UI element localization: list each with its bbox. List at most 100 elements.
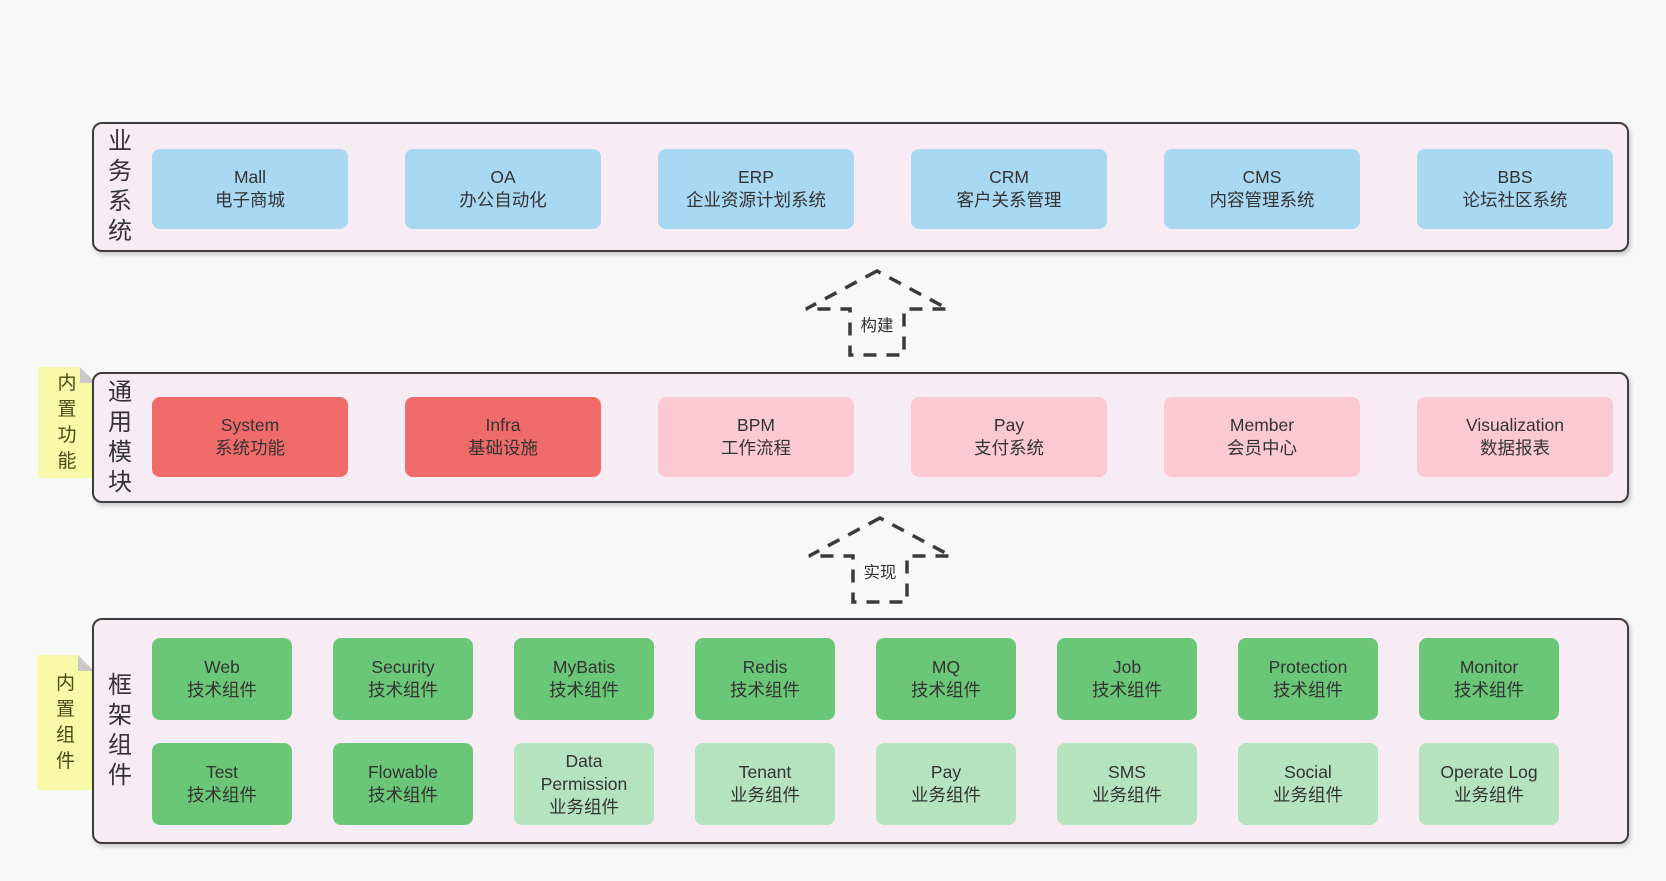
box-title: Flowable — [367, 762, 439, 782]
implement-arrow-label: 实现 — [860, 559, 900, 583]
box-subtitle: 系统功能 — [215, 438, 285, 458]
box-subtitle: 电子商城 — [215, 190, 285, 210]
box-subtitle: 业务组件 — [549, 796, 619, 817]
common-modules-row: System 系统功能 Infra 基础设施 BPM 工作流程 Pay 支付系统… — [152, 397, 1613, 477]
box-title: BPM — [737, 415, 775, 435]
band-label-common-modules: 通用模块 — [108, 378, 133, 496]
box-title: SMS — [1108, 762, 1146, 782]
band-label-framework-components: 框架组件 — [108, 672, 133, 789]
box-subtitle: 数据报表 — [1480, 438, 1550, 458]
box-title: Tenant — [738, 762, 792, 782]
box-pay-business: Pay 业务组件 — [876, 743, 1016, 825]
sticky-note-label: 内置功能 — [57, 372, 77, 472]
implement-arrow-icon: 实现 — [805, 515, 955, 605]
box-job: Job 技术组件 — [1057, 638, 1197, 720]
box-title: OA — [490, 167, 516, 187]
box-title: MyBatis — [552, 657, 616, 677]
box-subtitle: 技术组件 — [368, 785, 438, 805]
box-subtitle: 基础设施 — [468, 438, 538, 458]
box-web: Web 技术组件 — [152, 638, 292, 720]
box-subtitle: 内容管理系统 — [1209, 190, 1315, 210]
framework-components-row-2: Test 技术组件 Flowable 技术组件 Data Permission … — [152, 743, 1559, 825]
box-sms: SMS 业务组件 — [1057, 743, 1197, 825]
box-title: CRM — [989, 167, 1029, 187]
band-common-modules: 通用模块 System 系统功能 Infra 基础设施 BPM 工作流程 Pay… — [92, 372, 1629, 503]
box-subtitle: 客户关系管理 — [956, 190, 1062, 210]
box-subtitle: 业务组件 — [1273, 785, 1343, 805]
box-title: Test — [205, 762, 239, 782]
box-title: Data Permission — [540, 750, 628, 794]
box-subtitle: 业务组件 — [730, 785, 800, 805]
box-title: Web — [204, 657, 240, 677]
box-title: Member — [1229, 415, 1295, 435]
box-member: Member 会员中心 — [1164, 397, 1360, 477]
box-mybatis: MyBatis 技术组件 — [514, 638, 654, 720]
box-visualization: Visualization 数据报表 — [1417, 397, 1613, 477]
box-title: Security — [371, 657, 435, 677]
box-operate-log: Operate Log 业务组件 — [1419, 743, 1559, 825]
box-subtitle: 技术组件 — [911, 680, 981, 700]
box-redis: Redis 技术组件 — [695, 638, 835, 720]
build-arrow-icon: 构建 — [802, 268, 952, 358]
business-systems-row: Mall 电子商城 OA 办公自动化 ERP 企业资源计划系统 CRM 客户关系… — [152, 149, 1613, 229]
box-title: Monitor — [1459, 657, 1519, 677]
box-title: Redis — [742, 657, 788, 677]
box-subtitle: 技术组件 — [730, 680, 800, 700]
box-subtitle: 技术组件 — [187, 680, 257, 700]
box-title: Social — [1284, 762, 1332, 782]
box-subtitle: 业务组件 — [1092, 785, 1162, 805]
box-title: Mall — [233, 167, 267, 187]
box-test: Test 技术组件 — [152, 743, 292, 825]
band-framework-components: 框架组件 Web 技术组件 Security 技术组件 MyBatis 技术组件… — [92, 618, 1629, 844]
box-mall: Mall 电子商城 — [152, 149, 348, 229]
band-label-business-systems: 业务系统 — [108, 128, 133, 245]
box-subtitle: 业务组件 — [1454, 785, 1524, 805]
box-subtitle: 办公自动化 — [459, 190, 547, 210]
box-oa: OA 办公自动化 — [405, 149, 601, 229]
box-subtitle: 论坛社区系统 — [1462, 190, 1568, 210]
box-bpm: BPM 工作流程 — [658, 397, 854, 477]
box-subtitle: 技术组件 — [1273, 680, 1343, 700]
box-subtitle: 工作流程 — [721, 438, 791, 458]
sticky-note-label: 内置组件 — [55, 672, 75, 772]
box-erp: ERP 企业资源计划系统 — [658, 149, 854, 229]
box-cms: CMS 内容管理系统 — [1164, 149, 1360, 229]
box-title: Operate Log — [1440, 762, 1538, 782]
box-title: Job — [1112, 657, 1142, 677]
box-subtitle: 技术组件 — [187, 785, 257, 805]
box-title: System — [220, 415, 280, 435]
box-subtitle: 技术组件 — [368, 680, 438, 700]
sticky-note-builtin-components: 内置组件 — [37, 655, 94, 790]
box-subtitle: 支付系统 — [974, 438, 1044, 458]
box-bbs: BBS 论坛社区系统 — [1417, 149, 1613, 229]
band-business-systems: 业务系统 Mall 电子商城 OA 办公自动化 ERP 企业资源计划系统 CRM… — [92, 122, 1629, 252]
box-social: Social 业务组件 — [1238, 743, 1378, 825]
box-flowable: Flowable 技术组件 — [333, 743, 473, 825]
build-arrow-label: 构建 — [857, 312, 897, 336]
box-data-permission: Data Permission 业务组件 — [514, 743, 654, 825]
box-subtitle: 企业资源计划系统 — [686, 190, 826, 210]
box-title: Protection — [1268, 657, 1348, 677]
box-tenant: Tenant 业务组件 — [695, 743, 835, 825]
box-subtitle: 业务组件 — [911, 785, 981, 805]
box-subtitle: 技术组件 — [1454, 680, 1524, 700]
box-mq: MQ 技术组件 — [876, 638, 1016, 720]
box-crm: CRM 客户关系管理 — [911, 149, 1107, 229]
box-title: Infra — [485, 415, 521, 435]
box-title: Pay — [993, 415, 1025, 435]
box-subtitle: 技术组件 — [1092, 680, 1162, 700]
box-title: BBS — [1497, 167, 1533, 187]
box-monitor: Monitor 技术组件 — [1419, 638, 1559, 720]
box-protection: Protection 技术组件 — [1238, 638, 1378, 720]
box-pay: Pay 支付系统 — [911, 397, 1107, 477]
box-security: Security 技术组件 — [333, 638, 473, 720]
box-title: Visualization — [1466, 415, 1564, 435]
box-infra: Infra 基础设施 — [405, 397, 601, 477]
box-subtitle: 技术组件 — [549, 680, 619, 700]
sticky-note-builtin-features: 内置功能 — [38, 367, 96, 478]
box-title: MQ — [931, 657, 961, 677]
box-title: CMS — [1242, 167, 1282, 187]
box-title: Pay — [930, 762, 962, 782]
framework-components-row-1: Web 技术组件 Security 技术组件 MyBatis 技术组件 Redi… — [152, 638, 1559, 720]
